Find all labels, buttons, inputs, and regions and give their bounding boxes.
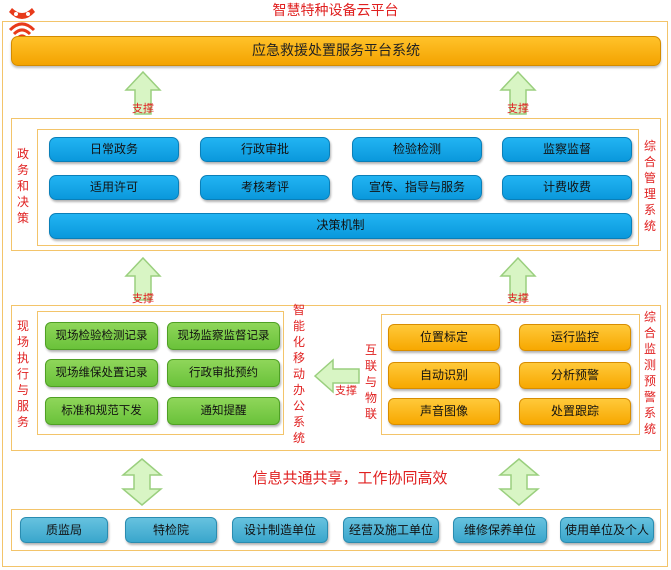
analysis-warning-button[interactable]: 分析预警 [519, 362, 631, 389]
support-label: 支撑 [507, 292, 529, 305]
emergency-rescue-platform-banner[interactable]: 应急救援处置服务平台系统 [11, 36, 661, 66]
support-label: 支撑 [335, 384, 357, 397]
support-label: 支撑 [132, 292, 154, 305]
stakeholder-inspection-institute[interactable]: 特检院 [125, 517, 217, 543]
stakeholders-panel [11, 509, 661, 551]
auto-recognition-button[interactable]: 自动识别 [388, 362, 500, 389]
iot-left-label: 互联与物联 [364, 343, 377, 421]
onsite-supervision-record-button[interactable]: 现场监察监督记录 [167, 322, 280, 350]
up-arrow-icon [499, 70, 537, 116]
assessment-button[interactable]: 考核考评 [200, 175, 330, 200]
up-arrow-icon [124, 256, 162, 302]
disposal-tracking-button[interactable]: 处置跟踪 [519, 398, 631, 425]
field-left-label: 现场执行与服务 [16, 319, 29, 429]
support-label: 支撑 [132, 102, 154, 115]
notification-button[interactable]: 通知提醒 [167, 397, 280, 425]
onsite-inspection-record-button[interactable]: 现场检验检测记录 [45, 322, 158, 350]
administrative-approval-button[interactable]: 行政审批 [200, 137, 330, 162]
stakeholder-user[interactable]: 使用单位及个人 [560, 517, 654, 543]
up-arrow-icon [499, 256, 537, 302]
up-arrow-icon [124, 70, 162, 116]
license-button[interactable]: 适用许可 [49, 175, 179, 200]
page-title: 智慧特种设备云平台 [272, 3, 399, 19]
publicity-guidance-button[interactable]: 宣传、指导与服务 [352, 175, 482, 200]
billing-button[interactable]: 计费收费 [502, 175, 632, 200]
field-right-label: 智能化移动办公系统 [292, 303, 305, 445]
stakeholder-maintenance[interactable]: 维修保养单位 [453, 517, 547, 543]
support-label: 支撑 [507, 102, 529, 115]
daily-affairs-button[interactable]: 日常政务 [49, 137, 179, 162]
iot-right-label: 综合监测预警系统 [643, 310, 656, 436]
onsite-maintenance-record-button[interactable]: 现场维保处置记录 [45, 359, 158, 387]
stakeholder-manufacturer[interactable]: 设计制造单位 [232, 517, 328, 543]
decision-mechanism-button[interactable]: 决策机制 [49, 213, 632, 239]
inspection-testing-button[interactable]: 检验检测 [352, 137, 482, 162]
approval-appointment-button[interactable]: 行政审批预约 [167, 359, 280, 387]
stakeholder-operator-contractor[interactable]: 经营及施工单位 [343, 517, 439, 543]
left-arrow-icon [313, 358, 361, 394]
standards-release-button[interactable]: 标准和规范下发 [45, 397, 158, 425]
bidirectional-arrow-icon [120, 458, 164, 506]
governance-left-label: 政务和决策 [16, 147, 29, 225]
platform-frame [2, 21, 668, 567]
supervision-button[interactable]: 监察监督 [502, 137, 632, 162]
stakeholder-quality-bureau[interactable]: 质监局 [20, 517, 108, 543]
operation-monitoring-button[interactable]: 运行监控 [519, 324, 631, 351]
location-calibration-button[interactable]: 位置标定 [388, 324, 500, 351]
slogan: 信息共通共享，工作协同高效 [252, 469, 448, 487]
governance-right-label: 综合管理系统 [643, 139, 656, 233]
audio-video-button[interactable]: 声音图像 [388, 398, 500, 425]
bidirectional-arrow-icon [497, 458, 541, 506]
